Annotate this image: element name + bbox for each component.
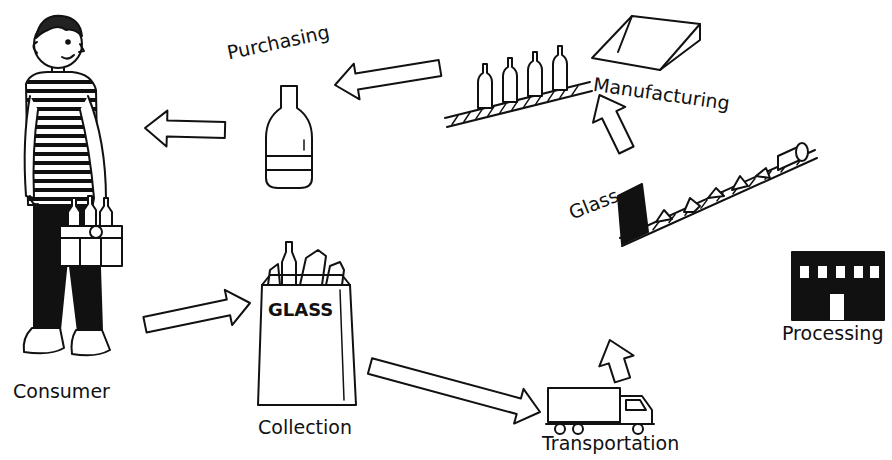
block-arrow — [335, 60, 441, 99]
block-arrow — [143, 290, 250, 333]
processing-conveyor — [618, 143, 817, 246]
stage-label: Transportation — [542, 432, 679, 455]
processing-plant — [792, 252, 884, 320]
conveyor-label: Glass — [566, 185, 622, 224]
stage-node: Processing — [560, 150, 892, 340]
truck — [546, 388, 654, 434]
stage-node: Collection — [250, 240, 370, 450]
stage-label: Processing — [782, 322, 883, 345]
stage-label: Purchasing — [225, 20, 331, 64]
stage-label: Collection — [258, 416, 352, 439]
consumer-figure — [20, 16, 122, 355]
block-arrow — [599, 340, 633, 382]
stage-label: Consumer — [13, 380, 110, 403]
bottle — [266, 86, 312, 188]
stage-node: Consumer — [5, 5, 145, 415]
stage-label: Manufacturing — [592, 73, 731, 115]
conveyor — [445, 16, 700, 127]
stage-node: Purchasing — [225, 40, 335, 190]
block-arrow — [593, 95, 634, 154]
bag-lettering: GLASS — [268, 300, 333, 320]
stage-node: Transportation — [540, 380, 690, 460]
block-arrow — [368, 358, 540, 423]
stage-node: Manufacturing — [440, 5, 730, 95]
collection-bag — [258, 242, 356, 405]
block-arrow — [145, 111, 225, 147]
